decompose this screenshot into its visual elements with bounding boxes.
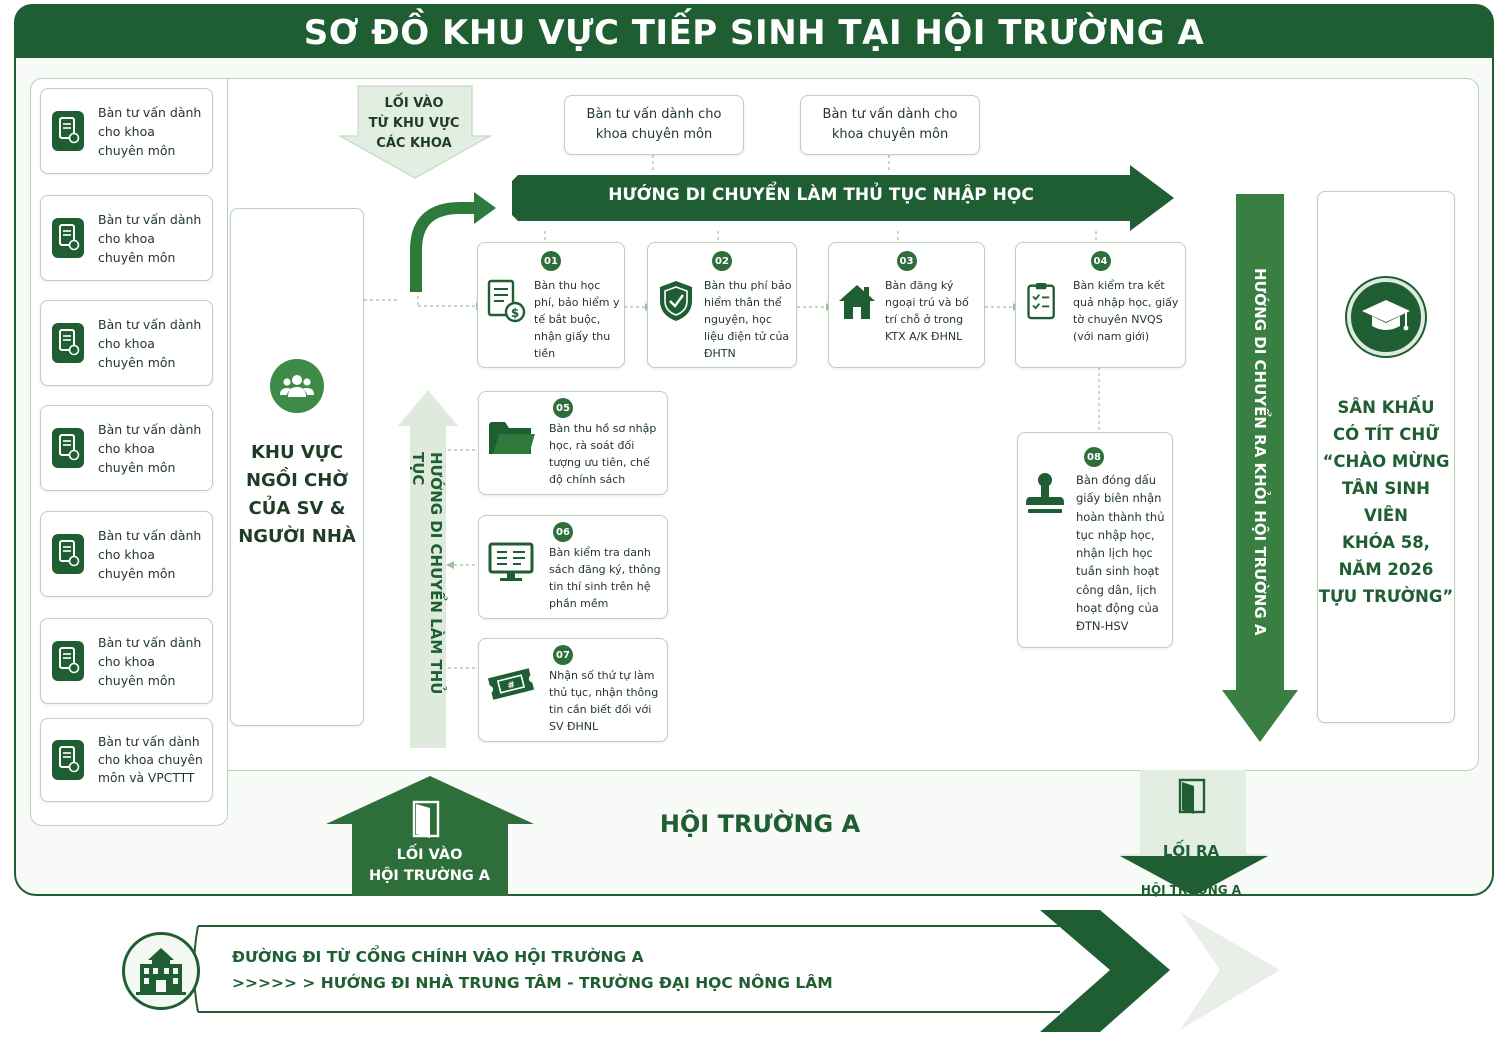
ticket-icon: #: [487, 668, 535, 700]
step-number: 07: [553, 645, 573, 665]
entry-hall-label: LỐI VÀO HỘI TRƯỜNG A: [368, 847, 491, 884]
step-number: 05: [553, 398, 573, 418]
document-icon: [52, 641, 84, 681]
up-flow-label: HƯỚNG DI CHUYỂN LÀM THỦ TỤC: [409, 452, 445, 695]
document-icon: [52, 740, 84, 780]
document-icon: [52, 111, 84, 151]
receipt-dollar-icon: $: [487, 279, 526, 323]
people-group-icon: [270, 359, 324, 413]
step-05: 05 Bàn thu hồ sơ nhập học, rà soát đối t…: [478, 391, 668, 495]
main-flow-arrow: [512, 165, 1174, 231]
step-number: 03: [896, 251, 917, 271]
shield-icon: [660, 281, 692, 321]
step-text: Bàn kiểm tra kết quả nhập học, giấy tờ c…: [1073, 279, 1179, 343]
monitor-icon: [488, 542, 534, 581]
step-text: Bàn đăng ký ngoại trú và bố trí chỗ ở tr…: [885, 279, 969, 343]
path-line-1: ĐƯỜNG ĐI TỪ CỔNG CHÍNH VÀO HỘI TRƯỜNG A: [232, 948, 644, 966]
path-arrow: [193, 910, 1280, 1032]
consult-box-label: Bàn tư vấn dành cho khoa chuyên môn: [98, 527, 202, 581]
consult-box-6: Bàn tư vấn dành cho khoa chuyên môn: [40, 618, 213, 704]
door-icon: [412, 800, 440, 838]
door-icon: [1178, 778, 1206, 814]
waiting-area-label: KHU VỰC NGỒI CHỜ CỦA SV & NGƯỜI NHÀ: [238, 442, 356, 547]
folder-icon: [489, 422, 535, 454]
consult-box-label: Bàn tư vấn dành cho khoa chuyên môn: [98, 421, 202, 475]
main-flow-label: HƯỚNG DI CHUYỂN LÀM THỦ TỤC NHẬP HỌC: [608, 185, 1034, 205]
entry-hall-arrow: [326, 776, 534, 896]
exit-hall-arrow: [1118, 770, 1270, 896]
consult-box-7: Bàn tư vấn dành cho khoa chuyên môn và V…: [40, 718, 213, 802]
graduation-cap-icon: [1347, 278, 1425, 356]
svg-text:$: $: [511, 306, 519, 320]
step-number: 04: [1090, 251, 1111, 271]
clipboard-check-icon: [1027, 283, 1055, 320]
document-icon: [52, 534, 84, 574]
top-consult-box-2: Bàn tư vấn dành cho khoa chuyên môn: [800, 95, 980, 155]
step-text: Bàn đóng dấu giấy biên nhận hoàn thành t…: [1076, 473, 1165, 634]
page-title: SƠ ĐỒ KHU VỰC TIẾP SINH TẠI HỘI TRƯỜNG A: [303, 13, 1205, 53]
document-icon: [52, 323, 84, 363]
step-number: 01: [541, 251, 561, 271]
svg-text:#: #: [507, 680, 517, 692]
title-bar: SƠ ĐỒ KHU VỰC TIẾP SINH TẠI HỘI TRƯỜNG A: [14, 4, 1494, 62]
consult-box-1: Bàn tư vấn dành cho khoa chuyên môn: [40, 88, 213, 174]
up-flow-arrow: [398, 390, 458, 748]
consult-box-label: Bàn tư vấn dành cho khoa chuyên môn: [98, 211, 202, 265]
step-number: 08: [1084, 447, 1104, 467]
entry-faculties-label: LỐI VÀO TỪ KHU VỰC CÁC KHOA: [368, 96, 460, 151]
step-number: 02: [712, 251, 732, 271]
exit-hall-label: LỐI RA HỘI TRƯỜNG A: [1136, 822, 1246, 919]
step-text: Bàn thu học phí, bảo hiểm y tế bắt buộc,…: [534, 279, 620, 360]
step-02: 02 Bàn thu phí bảo hiểm thân thể nguyện,…: [647, 242, 797, 368]
building-icon: [122, 932, 200, 1010]
top-consult-box-1: Bàn tư vấn dành cho khoa chuyên môn: [564, 95, 744, 155]
stage-label: SÂN KHẤU CÓ TÍT CHỮ “CHÀO MỪNG TÂN SINH …: [1318, 398, 1454, 606]
consult-box-2: Bàn tư vấn dành cho khoa chuyên môn: [40, 195, 213, 281]
document-icon: [52, 428, 84, 468]
step-08: 08 Bàn đóng dấu giấy biên nhận hoàn thàn…: [1017, 432, 1173, 648]
consult-box-label: Bàn tư vấn dành cho khoa chuyên môn và V…: [98, 735, 203, 785]
consult-box-label: Bàn tư vấn dành cho khoa chuyên môn: [98, 316, 202, 370]
consult-box-label: Bàn tư vấn dành cho khoa chuyên môn: [98, 104, 202, 158]
entry-faculties-arrow: [338, 85, 492, 179]
stamp-icon: [1026, 473, 1064, 513]
step-text: Bàn thu phí bảo hiểm thân thể nguyện, họ…: [704, 279, 792, 360]
step-03: 03 Bàn đăng ký ngoại trú và bố trí chỗ ở…: [828, 242, 985, 368]
exit-hall-line2: HỘI TRƯỜNG A: [1140, 883, 1242, 897]
step-06: 06 Bàn kiểm tra danh sách đăng ký, thông…: [478, 515, 668, 619]
step-text: Bàn kiểm tra danh sách đăng ký, thông ti…: [549, 546, 661, 610]
hall-label: HỘI TRƯỜNG A: [659, 810, 861, 838]
consult-box-3: Bàn tư vấn dành cho khoa chuyên môn: [40, 300, 213, 386]
consult-box-4: Bàn tư vấn dành cho khoa chuyên môn: [40, 405, 213, 491]
step-number: 06: [553, 522, 573, 542]
step-text: Bàn thu hồ sơ nhập học, rà soát đối tượn…: [549, 422, 657, 486]
path-line-2: >>>>> > HƯỚNG ĐI NHÀ TRUNG TÂM - TRƯỜNG …: [232, 974, 833, 992]
step-07: 07 # Nhận số thứ tự làm thủ tục, nhận th…: [478, 638, 668, 742]
step-text: Nhận số thứ tự làm thủ tục, nhận thông t…: [549, 669, 659, 733]
curved-arrow: [410, 192, 496, 292]
exit-flow-arrow: [1222, 194, 1298, 742]
step-01: 01 $ Bàn thu học phí, bảo hiểm y tế bắt …: [477, 242, 625, 368]
consult-box-5: Bàn tư vấn dành cho khoa chuyên môn: [40, 511, 213, 597]
stage-box: SÂN KHẤU CÓ TÍT CHỮ “CHÀO MỪNG TÂN SINH …: [1317, 191, 1455, 723]
exit-flow-label: HƯỚNG DI CHUYỂN RA KHỎI HỘI TRƯỜNG A: [1251, 268, 1269, 636]
house-icon: [839, 285, 875, 319]
waiting-area: KHU VỰC NGỒI CHỜ CỦA SV & NGƯỜI NHÀ: [230, 208, 364, 726]
document-icon: [52, 218, 84, 258]
exit-hall-line1: LỐI RA: [1162, 842, 1220, 860]
consult-box-label: Bàn tư vấn dành cho khoa chuyên môn: [98, 634, 202, 688]
step-04: 04 Bàn kiểm tra kết quả nhập học, giấy t…: [1015, 242, 1186, 368]
